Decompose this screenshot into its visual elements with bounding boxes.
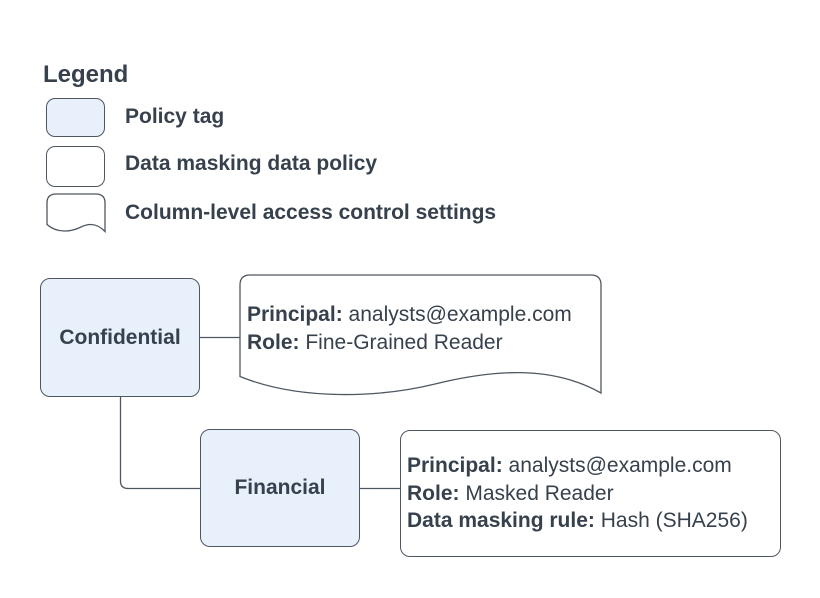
masking-role-value: Masked Reader — [465, 481, 614, 505]
acl-role-value: Fine-Grained Reader — [305, 330, 503, 354]
masking-role-label: Role: — [407, 481, 460, 505]
masking-rule-label: Data masking rule: — [407, 509, 595, 533]
legend-swatch-column-acl-shape — [46, 193, 106, 234]
acl-principal-line: Principal: analysts@example.com — [247, 301, 572, 329]
policy-tag-confidential: Confidential — [40, 278, 200, 397]
masking-rule-line: Data masking rule: Hash (SHA256) — [407, 507, 780, 535]
acl-role-line: Role: Fine-Grained Reader — [247, 329, 572, 357]
masking-principal-label: Principal: — [407, 454, 503, 478]
masking-principal-value: analysts@example.com — [508, 454, 732, 478]
legend-title: Legend — [43, 61, 129, 88]
legend-label-data-policy: Data masking data policy — [125, 151, 378, 175]
legend-swatch-data-policy — [46, 146, 105, 187]
acl-principal-label: Principal: — [247, 303, 343, 326]
legend-label-column-acl: Column-level access control settings — [125, 200, 497, 224]
legend-swatch-policy-tag — [46, 98, 105, 137]
data-masking-policy-box: Principal: analysts@example.com Role: Ma… — [400, 430, 781, 557]
acl-settings-shape — [239, 274, 602, 396]
acl-role-label: Role: — [247, 330, 300, 354]
policy-tag-financial: Financial — [200, 429, 360, 547]
masking-principal-line: Principal: analysts@example.com — [407, 452, 780, 480]
connector-confidential-financial — [119, 397, 200, 490]
acl-settings-text: Principal: analysts@example.com Role: Fi… — [247, 301, 572, 356]
masking-rule-value: Hash (SHA256) — [600, 509, 748, 533]
policy-tag-confidential-label: Confidential — [59, 325, 181, 349]
policy-tag-financial-label: Financial — [234, 476, 326, 499]
masking-role-line: Role: Masked Reader — [407, 480, 780, 508]
legend-label-policy-tag: Policy tag — [125, 105, 225, 128]
acl-principal-value: analysts@example.com — [348, 303, 572, 326]
